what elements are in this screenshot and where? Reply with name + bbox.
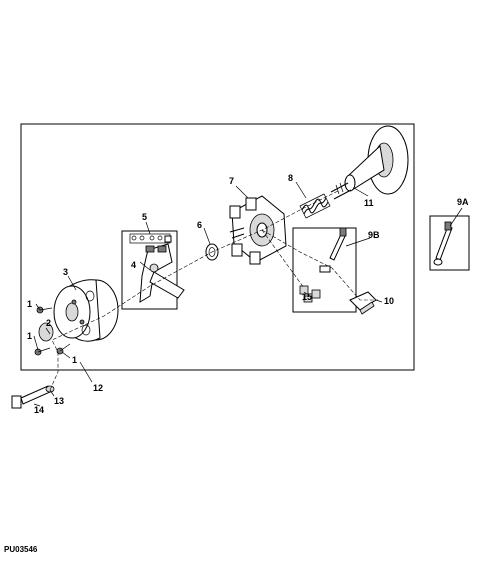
callout-7: 7 bbox=[229, 176, 234, 186]
shaft-assembly bbox=[330, 125, 409, 200]
cap bbox=[38, 322, 54, 342]
callout-14: 14 bbox=[34, 405, 44, 415]
callout-10: 10 bbox=[384, 296, 394, 306]
callout-1-lower: 1 bbox=[72, 355, 77, 365]
main-frame bbox=[20, 123, 415, 371]
callout-11: 11 bbox=[364, 198, 374, 208]
callout-1-left: 1 bbox=[27, 331, 32, 341]
spring bbox=[299, 193, 331, 219]
callout-1-upper: 1 bbox=[27, 299, 32, 309]
callout-2: 2 bbox=[46, 318, 51, 328]
callout-15: 15 bbox=[302, 292, 312, 302]
roller-link bbox=[349, 291, 377, 315]
fixed-sheave-drum bbox=[53, 279, 119, 342]
weights-kit-box bbox=[121, 230, 185, 310]
screws bbox=[34, 306, 71, 356]
leader-lines bbox=[33, 181, 463, 407]
callout-9b: 9B bbox=[368, 230, 380, 240]
figure-code: PU03546 bbox=[4, 545, 38, 554]
callout-13: 13 bbox=[54, 396, 64, 406]
spider-hub bbox=[229, 195, 287, 265]
callout-6: 6 bbox=[197, 220, 202, 230]
callout-3: 3 bbox=[63, 267, 68, 277]
callout-9a: 9A bbox=[457, 197, 469, 207]
callout-12: 12 bbox=[93, 383, 103, 393]
callout-8: 8 bbox=[288, 173, 293, 183]
pin-9a-box bbox=[429, 215, 470, 271]
pin-kit-box bbox=[292, 227, 357, 313]
bolt-and-washer bbox=[11, 385, 55, 409]
callout-4: 4 bbox=[131, 260, 136, 270]
callout-5: 5 bbox=[142, 212, 147, 222]
center-line bbox=[49, 189, 341, 391]
